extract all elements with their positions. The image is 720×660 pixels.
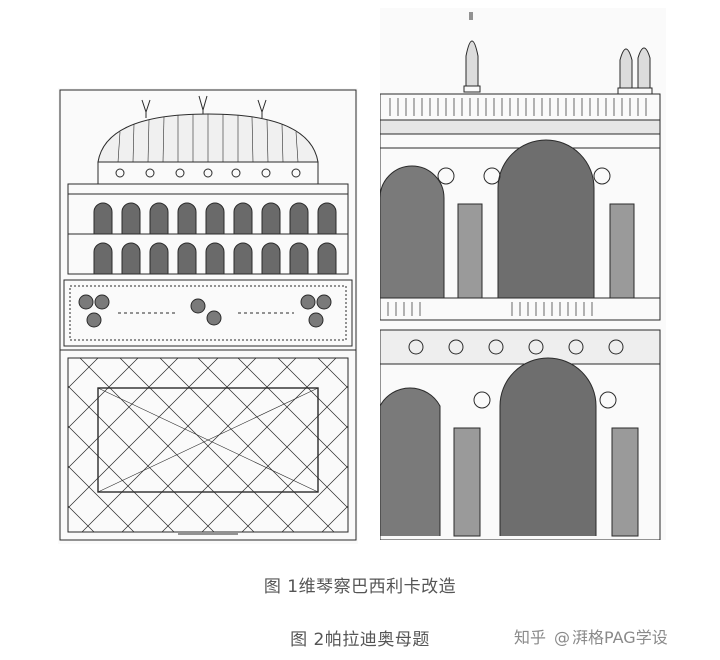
watermark-author: 湃格PAG学设 xyxy=(572,628,668,647)
palladian-illustration xyxy=(379,12,661,541)
basilica-illustration xyxy=(59,89,357,541)
figure-2-caption: 图 2帕拉迪奥母题 xyxy=(290,630,430,650)
watermark-site: 知乎 xyxy=(514,628,547,647)
palladian-motif-drawing xyxy=(379,8,666,541)
figure-1-caption: 图 1维琴察巴西利卡改造 xyxy=(263,577,457,597)
watermark-at: @ xyxy=(554,628,571,647)
basilica-drawing xyxy=(58,88,358,544)
zhihu-watermark: 知乎 @湃格PAG学设 xyxy=(514,624,668,648)
